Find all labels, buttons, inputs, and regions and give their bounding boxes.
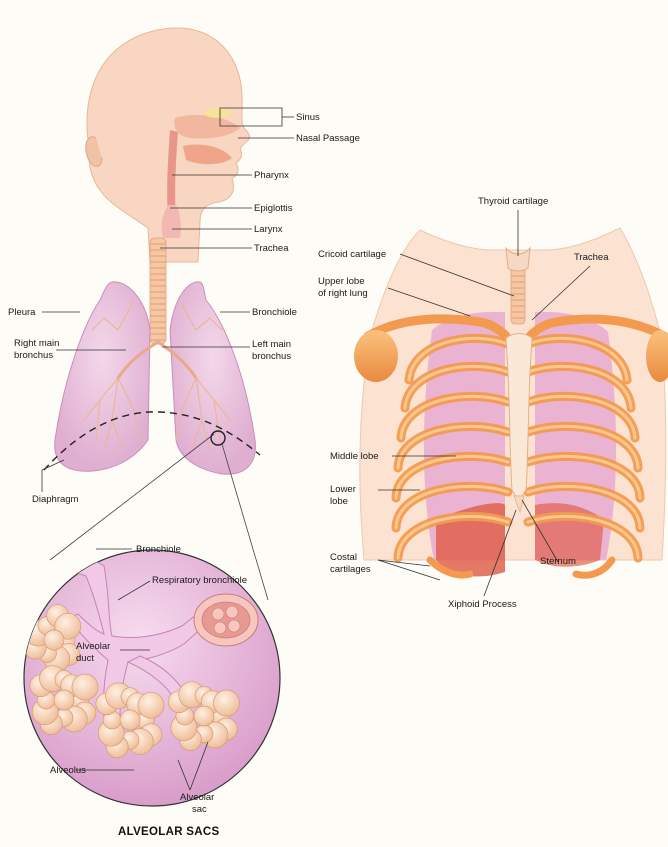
label-alveolus: Alveolus (50, 765, 86, 776)
label-diaphragm: Diaphragm (32, 494, 78, 505)
label-thyroid-cartilage: Thyroid cartilage (478, 196, 548, 207)
label-respiratory-bronchiole: Respiratory bronchiole (152, 575, 247, 586)
label-pharynx: Pharynx (254, 170, 289, 181)
label-middle-lobe: Middle lobe (330, 451, 379, 462)
label-lower-lobe-2: lobe (330, 496, 348, 507)
label-nasal-passage: Nasal Passage (296, 133, 360, 144)
label-sternum: Sternum (540, 556, 576, 567)
label-upper-lobe-1: Upper lobe (318, 276, 364, 287)
caption-alveolar-sacs: ALVEOLAR SACS (118, 826, 219, 838)
trachea-left (150, 238, 166, 344)
label-right-main-bronchus-1: Right main (14, 338, 59, 349)
label-ribcage-trachea: Trachea (574, 252, 609, 263)
label-larynx: Larynx (254, 224, 283, 235)
label-right-main-bronchus-2: bronchus (14, 350, 53, 361)
label-alveolar-sac-2: sac (192, 804, 207, 815)
head-silhouette (86, 28, 250, 262)
alveolar-inset (24, 431, 280, 806)
cut-alveolar-sac (194, 594, 258, 646)
label-costal-cartilages-1: Costal (330, 552, 357, 563)
label-sinus: Sinus (296, 112, 320, 123)
label-left-main-bronchus-1: Left main (252, 339, 291, 350)
label-alveolar-duct-2: duct (76, 653, 94, 664)
label-xiphoid-process: Xiphoid Process (448, 599, 517, 610)
label-trachea: Trachea (254, 243, 289, 254)
label-lower-lobe-1: Lower (330, 484, 356, 495)
label-epiglottis: Epiglottis (254, 203, 293, 214)
label-pleura: Pleura (8, 307, 35, 318)
label-alveolar-duct-1: Alveolar (76, 641, 110, 652)
label-alv-bronchiole: Bronchiole (136, 544, 181, 555)
label-upper-lobe-2: of right lung (318, 288, 368, 299)
label-cricoid-cartilage: Cricoid cartilage (318, 249, 386, 260)
label-bronchiole: Bronchiole (252, 307, 297, 318)
label-costal-cartilages-2: cartilages (330, 564, 371, 575)
label-left-main-bronchus-2: bronchus (252, 351, 291, 362)
label-alveolar-sac-1: Alveolar (180, 792, 214, 803)
